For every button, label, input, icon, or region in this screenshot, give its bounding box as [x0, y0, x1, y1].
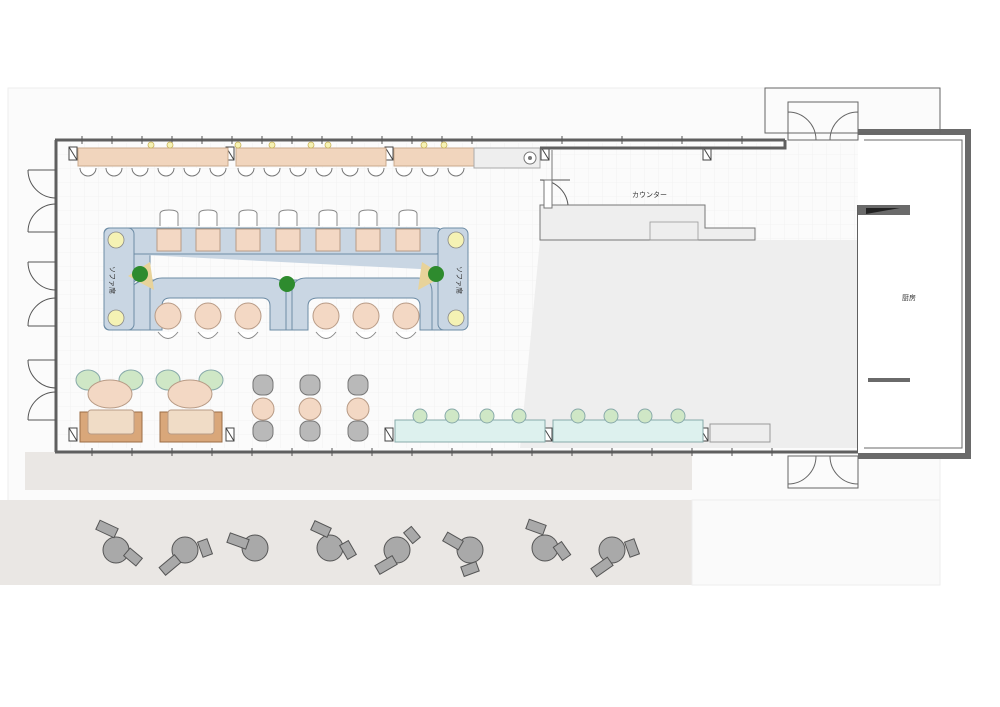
- service-counter: カウンター: [539, 140, 787, 241]
- window-counter-bar: [77, 147, 541, 169]
- rear-entrance: [764, 87, 941, 141]
- exterior-walls: [54, 138, 858, 454]
- entrance-doors-left: [27, 169, 57, 421]
- outdoor-tables: [95, 518, 641, 578]
- kitchen-label: 厨房: [902, 293, 916, 302]
- wall-ticks-bottom: [91, 448, 773, 456]
- sofa-seat-label-right: ソファ席: [455, 266, 464, 294]
- counter-label: カウンター: [632, 190, 667, 199]
- booth-chairs-top: [159, 209, 418, 226]
- terrace-strip: [25, 452, 692, 490]
- sofa-seat-label-left: ソファ席: [108, 266, 117, 294]
- lounge-set-2: [155, 369, 224, 443]
- booth-tables-top: [156, 228, 421, 252]
- wall-ticks-top: [81, 136, 743, 144]
- side-entrance: [787, 455, 859, 489]
- lounge-set-1: [75, 369, 144, 443]
- display-counters: [394, 408, 771, 443]
- plant-icon: [132, 266, 148, 282]
- plant-icon: [428, 266, 444, 282]
- plant-icon: [279, 276, 295, 292]
- outdoor-terrace-right: [691, 499, 941, 586]
- armchair-sets: [251, 374, 370, 442]
- booth-chairs-bottom: [157, 331, 417, 339]
- booth-lamps: [107, 231, 465, 327]
- service-area-floor: [520, 240, 858, 448]
- booth-tables-bottom: [154, 302, 420, 330]
- counter-lamps: [147, 141, 448, 149]
- counter-stools: [79, 167, 465, 177]
- kitchen: 厨房: [858, 129, 971, 459]
